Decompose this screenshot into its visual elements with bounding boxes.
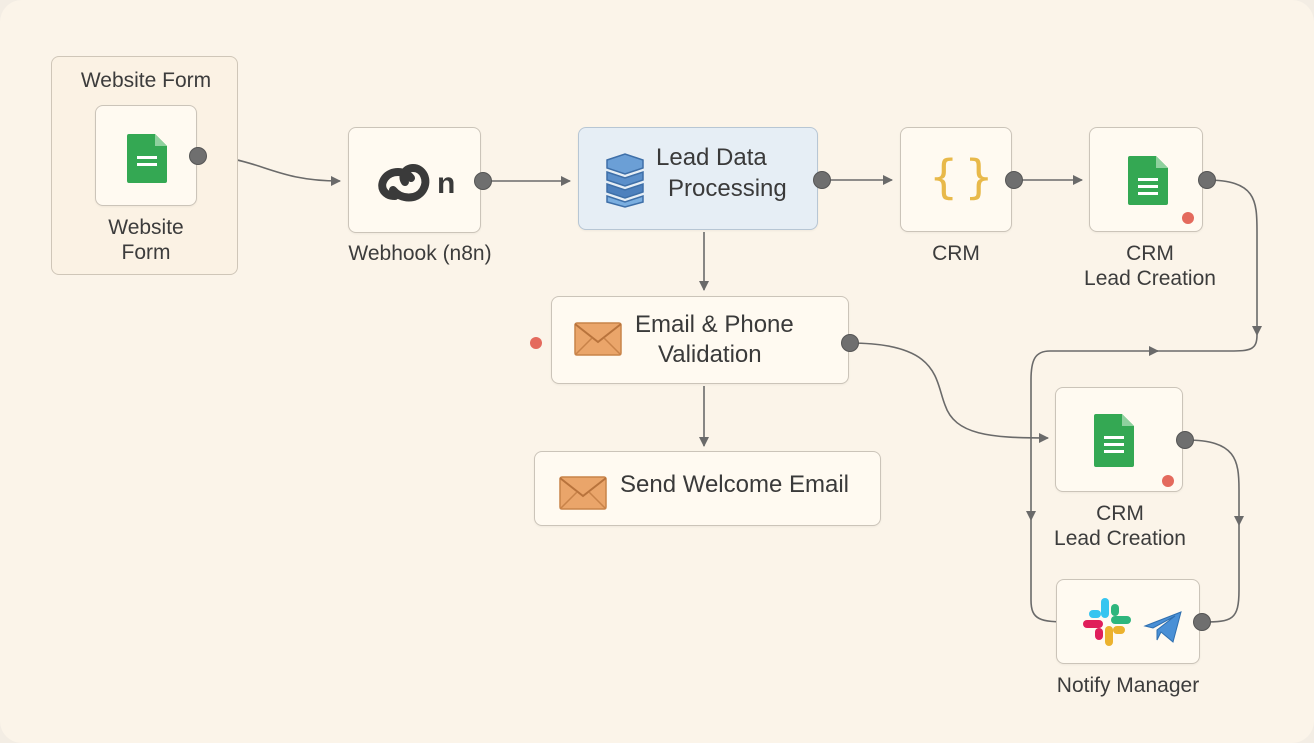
validation-input-error: [530, 337, 542, 349]
notify-manager-label: Notify Manager: [1056, 674, 1200, 697]
website-form-node[interactable]: [95, 105, 197, 206]
document-icon: [1094, 414, 1134, 467]
document-icon: [127, 134, 167, 183]
lead-processing-node[interactable]: Lead Data Processing: [578, 127, 818, 230]
website-form-label: Website Form: [108, 216, 184, 264]
crm-lead-creation-node-2[interactable]: [1055, 387, 1183, 492]
welcome-email-node[interactable]: Send Welcome Email: [534, 451, 881, 526]
crm-lead-1-output-port[interactable]: [1198, 171, 1216, 189]
n8n-logo-icon: n: [378, 163, 455, 202]
website-form-output-port[interactable]: [189, 147, 207, 165]
webhook-node[interactable]: n: [348, 127, 481, 233]
curly-braces-icon: {}: [929, 150, 1000, 204]
welcome-email-title: Send Welcome Email: [620, 471, 849, 498]
crm-code-node[interactable]: {}: [900, 127, 1012, 232]
group-title: Website Form: [80, 69, 212, 92]
crm-code-output-port[interactable]: [1005, 171, 1023, 189]
lead-processing-title-1: Lead Data: [656, 144, 767, 171]
notify-manager-output-port[interactable]: [1193, 613, 1211, 631]
error-indicator: [1162, 475, 1174, 487]
lead-processing-title-2: Processing: [668, 175, 787, 202]
envelope-icon: [559, 476, 607, 510]
crm-lead-1-label: CRM Lead Creation: [1084, 242, 1216, 290]
wire-validation-to-lead2: [849, 342, 1049, 443]
validation-title-2: Validation: [658, 341, 762, 368]
validation-output-port[interactable]: [841, 334, 859, 352]
validation-title-1: Email & Phone: [635, 311, 794, 338]
slack-icon: [1083, 598, 1131, 646]
crm-lead-2-label: CRM Lead Creation: [1054, 502, 1186, 550]
webhook-label: Webhook (n8n): [348, 242, 492, 265]
crm-lead-creation-node-1[interactable]: [1089, 127, 1203, 232]
lead-processing-output-port[interactable]: [813, 171, 831, 189]
error-indicator: [1182, 212, 1194, 224]
document-icon: [1128, 156, 1168, 205]
webhook-output-port[interactable]: [474, 172, 492, 190]
crm-code-label: CRM: [932, 242, 980, 265]
telegram-icon: [1143, 611, 1182, 643]
n8n-logo-letter: n: [437, 167, 455, 200]
crm-lead-2-output-port[interactable]: [1176, 431, 1194, 449]
notify-manager-node[interactable]: [1056, 579, 1200, 664]
database-stack-icon: [606, 153, 644, 208]
envelope-icon: [574, 322, 622, 356]
validation-node[interactable]: Email & Phone Validation: [551, 296, 849, 384]
